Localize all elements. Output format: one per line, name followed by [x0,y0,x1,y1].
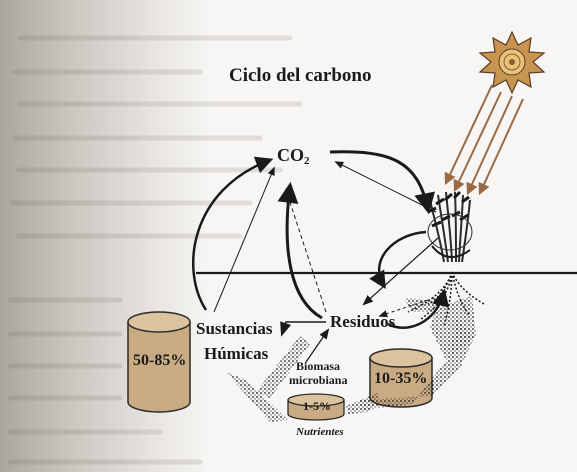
residuos-to-humic-arrow [280,321,326,337]
humic-pool-cylinder [127,311,191,413]
sunlight-arrows [444,84,524,196]
plant-respiration-arrow [334,161,437,213]
co2-subscript: 2 [304,155,310,167]
humic-percent-label: 50-85% [133,352,187,369]
co2-main: CO [277,145,304,165]
diagram-title: Ciclo del carbono [229,65,372,86]
co2-label: CO2 [277,146,310,167]
residuos-to-co2-dashed [284,188,327,313]
residuos-to-roots-arrow [387,288,450,329]
sustancias-label: Sustancias [196,319,273,338]
microbiana-label: microbiana [289,373,348,387]
humic-to-co2-thin [213,166,275,313]
sun-icon [478,30,546,95]
nutrientes-label: Nutrientes [296,426,344,438]
residue-percent-label: 10-35% [374,370,428,387]
residue-pool-cylinder [369,348,433,408]
plant-to-residuos-arrow [362,237,439,306]
residuos-label: Residuos [330,312,396,331]
plant-to-litter-arrow [369,230,427,289]
microbial-pool-cylinder [287,393,345,421]
biomasa-label: Biomasa [296,359,341,373]
dotted-flows [226,296,476,422]
microbial-percent-label: 1-5% [303,399,331,413]
co2-to-plant-arrow [329,150,435,215]
residuos-to-co2-arrow [277,181,323,320]
humicas-label: Húmicas [204,344,269,363]
humic-to-co2-arrow [192,156,274,311]
biomass-to-residuos-arrow [305,328,330,363]
